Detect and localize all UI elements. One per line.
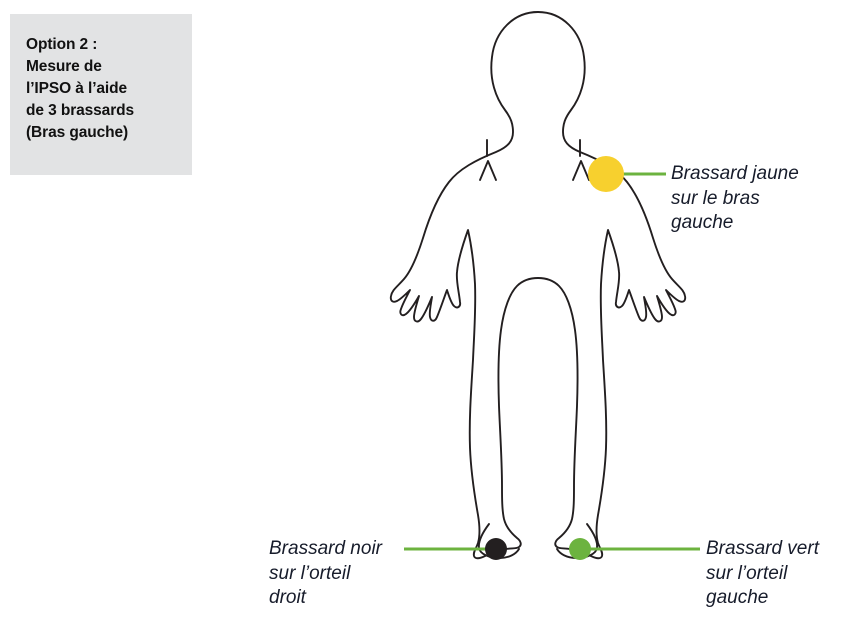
annotation-yellow-cuff: Brassard jaune sur le bras gauche [671,163,799,233]
black-cuff-marker[interactable] [485,538,507,560]
foot-contour-right [477,523,520,559]
annotation-green-cuff: Brassard vert sur l’orteil gauche [706,538,819,608]
armpit-v-right [572,160,590,181]
armpit-v-left [479,160,497,181]
foot-contour-left [556,523,599,559]
yellow-cuff-marker[interactable] [588,156,624,192]
body-outline-group [389,11,687,560]
title-callout-box [10,14,192,175]
leader-lines [404,172,700,551]
body-silhouette [389,11,687,560]
annotation-black-cuff: Brassard noir sur l’orteil droit [269,538,382,608]
page-title: Option 2 : Mesure de l’IPSO à l’aide de … [26,36,135,141]
green-cuff-marker[interactable] [569,538,591,560]
